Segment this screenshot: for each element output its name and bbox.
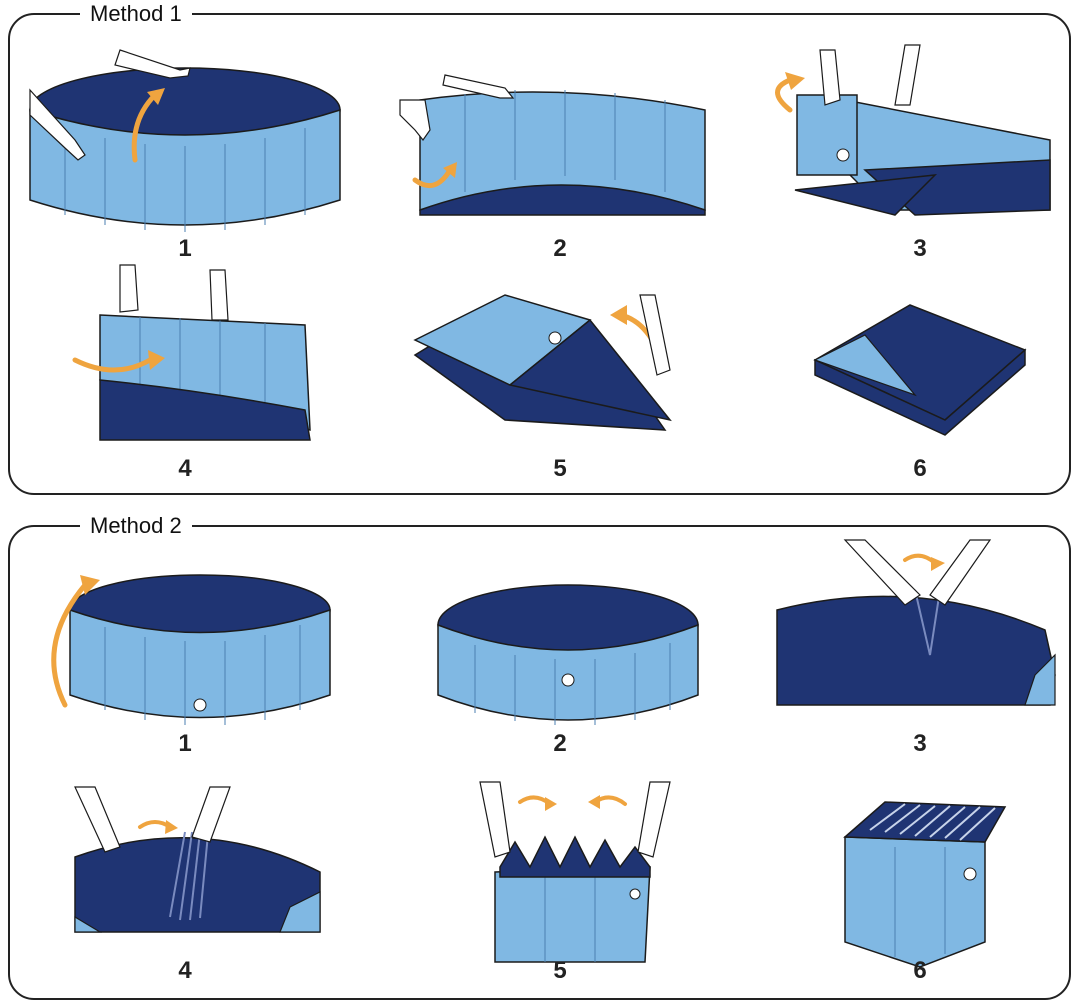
valve-icon — [548, 331, 562, 345]
folding-side-illustration — [399, 74, 706, 216]
hand-icon — [637, 781, 671, 858]
method-2-step-1: 1 — [20, 555, 350, 757]
step-number: 3 — [913, 730, 927, 757]
hand-icon — [442, 74, 515, 99]
method-1-step-3: 3 — [755, 44, 1080, 262]
step-number: 2 — [553, 235, 567, 262]
method-2-step-4: 4 — [20, 782, 350, 984]
rolling-fold-illustration — [72, 264, 311, 441]
hand-icon — [639, 294, 671, 376]
open-pool-illustration — [29, 49, 341, 232]
stacked-fold-illustration — [413, 294, 672, 431]
fold-arrow-icon — [131, 92, 158, 163]
valve-icon — [963, 867, 977, 881]
step-number: 3 — [913, 235, 927, 262]
hand-icon — [894, 44, 921, 106]
valve-icon — [836, 148, 850, 162]
step-number: 5 — [553, 455, 567, 482]
method-1-step-2: 2 — [395, 60, 725, 262]
step-number: 1 — [178, 235, 192, 262]
method-1-step-4: 4 — [20, 264, 350, 482]
method-2-step-6: 6 — [755, 782, 1080, 984]
fold-arrow-icon — [775, 77, 793, 113]
hand-icon — [209, 269, 229, 321]
gathered-folds-illustration — [479, 781, 671, 963]
folded-section-illustration — [775, 44, 1051, 216]
step-number: 1 — [178, 730, 192, 757]
fold-arrow-icon — [72, 357, 153, 373]
step-number: 6 — [913, 957, 927, 984]
folded-square-illustration — [813, 304, 1027, 436]
method-2-panel: Method 2 1 2 — [8, 511, 1071, 1000]
method-2-step-2: 2 — [395, 555, 725, 757]
pinch-fold-illustration — [776, 539, 1056, 706]
step-number: 5 — [553, 957, 567, 984]
hand-icon — [399, 99, 431, 142]
hand-icon — [479, 781, 511, 858]
method-2-title: Method 2 — [80, 511, 192, 541]
valve-icon — [561, 673, 575, 687]
fold-arrow-icon — [903, 553, 937, 565]
hand-icon — [114, 49, 191, 79]
step-number: 4 — [178, 957, 192, 984]
hand-icon — [929, 539, 992, 606]
accordion-fold-illustration — [74, 786, 321, 933]
valve-icon — [629, 888, 641, 900]
compact-pool-illustration — [843, 801, 1007, 968]
method-1-panel: Method 1 1 — [8, 0, 1071, 495]
method-1-step-1: 1 — [20, 49, 350, 262]
fold-arrow-icon — [412, 167, 453, 189]
open-pool-illustration — [51, 574, 331, 725]
method-1-step-6: 6 — [755, 280, 1080, 482]
step-number: 4 — [178, 455, 192, 482]
method-2-step-3: 3 — [755, 539, 1080, 757]
method-2-step-5: 5 — [395, 781, 725, 984]
flip-arrow-icon — [51, 582, 88, 708]
method-1-step-5: 5 — [395, 280, 725, 482]
hand-icon — [74, 786, 121, 853]
hand-icon — [819, 49, 841, 106]
hand-icon — [843, 539, 921, 606]
step-number: 6 — [913, 455, 927, 482]
fold-arrow-icon — [138, 820, 172, 829]
valve-icon — [193, 698, 207, 712]
flipped-pool-illustration — [437, 584, 699, 725]
hand-icon — [29, 88, 86, 161]
step-number: 2 — [553, 730, 567, 757]
hand-icon — [191, 786, 231, 843]
method-1-title: Method 1 — [80, 0, 192, 29]
hand-icon — [119, 264, 139, 313]
